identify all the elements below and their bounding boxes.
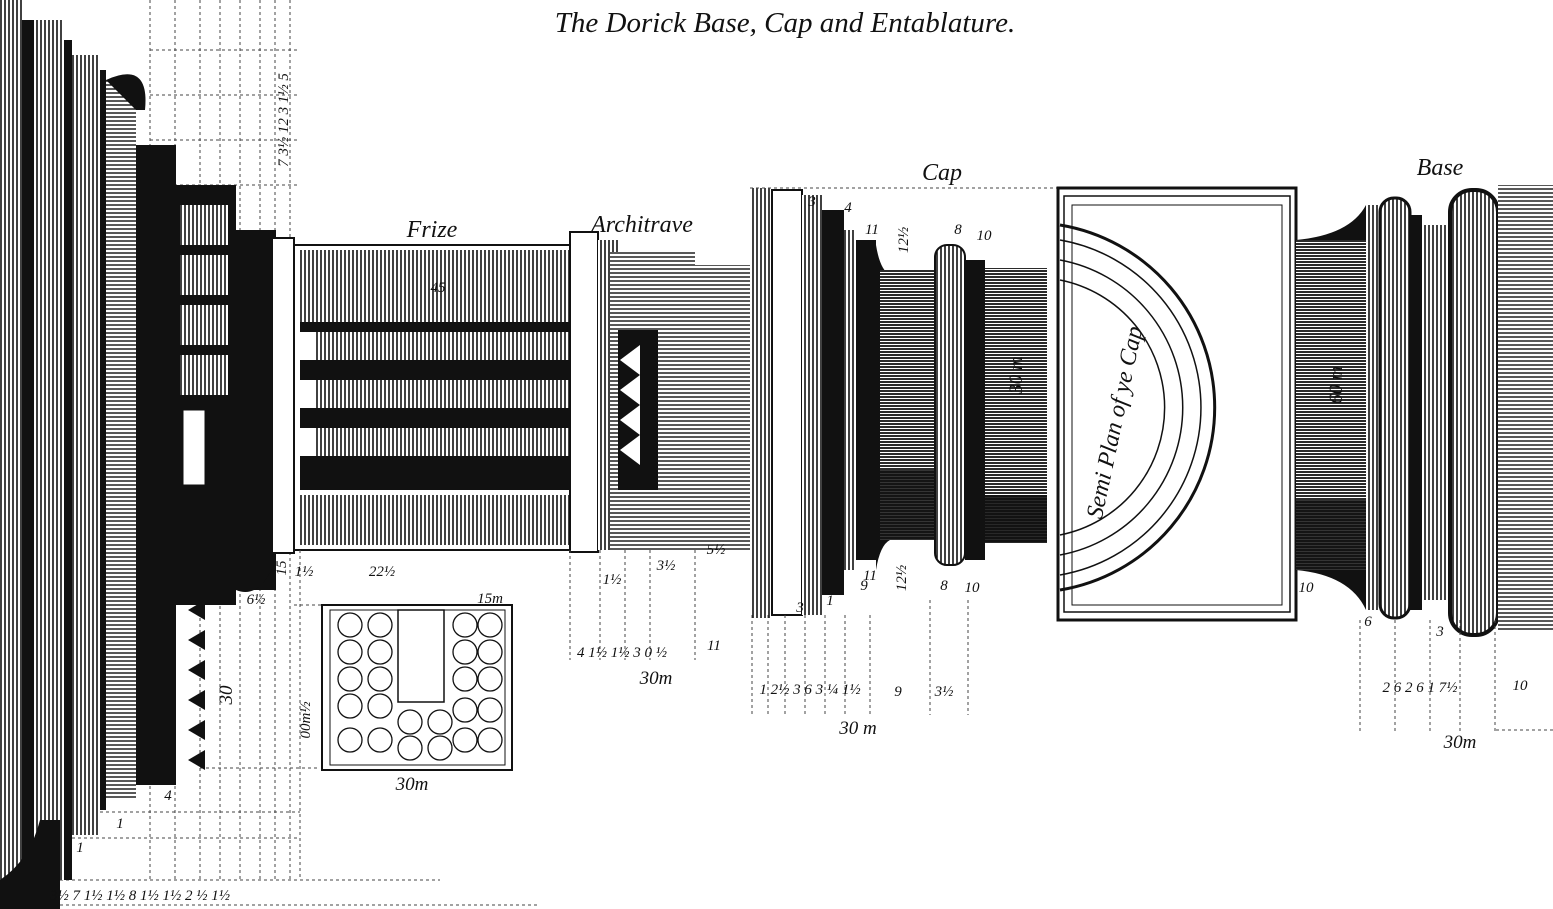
- dim-cap-b11: 11: [863, 568, 877, 584]
- frize-section: [271, 237, 573, 880]
- cornice-guttae: [188, 600, 205, 770]
- dim-soffit-15m: 15m: [477, 591, 503, 607]
- dim-cap-b1: 1: [826, 593, 834, 609]
- dim-base-module: 60 m: [1326, 366, 1347, 403]
- dim-left-15: 15: [274, 560, 290, 576]
- cornice-profile: [0, 0, 540, 909]
- dim-cap-row: 1 2½ 3 6 3 ¼ 1½: [759, 682, 860, 698]
- dim-left-4: 4: [164, 788, 172, 804]
- dim-cap-b3: 3: [795, 600, 804, 616]
- dim-arch-bottom: 4 1½ 1½ 3 0 ½: [577, 645, 667, 661]
- dim-cap-9: 9: [894, 684, 902, 700]
- frize-label: Frize: [406, 217, 458, 243]
- dim-cap-b10: 10: [965, 580, 981, 596]
- dim-frize-1-half: 1½: [295, 564, 314, 580]
- dim-left-1: 1: [116, 816, 124, 832]
- architrave-section: [569, 231, 750, 660]
- dim-soffit-bottom: 30m: [395, 774, 429, 795]
- soffit-plan: [321, 604, 513, 771]
- base-section: [1296, 185, 1553, 732]
- dim-cap-b8: 8: [940, 578, 948, 594]
- dim-soffit-left: 00m½: [298, 701, 314, 738]
- dim-cap-3: 3: [807, 194, 816, 210]
- dim-cap-12: 12½: [896, 227, 912, 253]
- dim-base-6: 6: [1364, 614, 1372, 630]
- dimension-figures: 45 30 m 60 m 30 15m 00m½ 30m 30m 30 m 30…: [49, 73, 1528, 904]
- cap-label: Cap: [922, 160, 962, 186]
- dim-left-1b: 1: [76, 840, 84, 856]
- dim-cap-30m: 30 m: [838, 718, 876, 739]
- cap-guide-lines: [750, 187, 1060, 715]
- dim-base-3: 3: [1435, 624, 1444, 640]
- dim-cap-10: 10: [977, 228, 993, 244]
- dim-cap-8: 8: [954, 222, 962, 238]
- dim-cap-3-5: 3½: [934, 684, 954, 700]
- dim-base-10: 10: [1299, 580, 1315, 596]
- dim-base-30m: 30m: [1443, 732, 1477, 753]
- dim-cap-module: 30 m: [1006, 356, 1027, 394]
- base-label: Base: [1417, 155, 1464, 181]
- dim-cap-11: 11: [865, 222, 879, 238]
- dim-mutule-30: 30: [216, 685, 237, 706]
- dim-base-row: 2 6 2 6 1 7½: [1383, 680, 1458, 696]
- architrave-guttae: [618, 330, 658, 490]
- dim-left-6: 6½: [247, 592, 266, 608]
- cornice-triglyph-blocks: [180, 205, 228, 486]
- dim-cap-b12: 12½: [894, 565, 910, 591]
- dim-frize-height: 45: [431, 280, 447, 296]
- dim-base-10-right: 10: [1513, 678, 1529, 694]
- dim-cap-4: 4: [844, 200, 852, 216]
- dim-arch-3: 3½: [656, 558, 676, 574]
- semi-plan: [1056, 186, 1298, 622]
- plate-title: The Dorick Base, Cap and Entablature.: [555, 7, 1015, 39]
- dim-architrave-30m: 30m: [639, 668, 673, 689]
- dim-top-ruler: 7 3½ 12 3 1½ 5: [276, 73, 292, 167]
- dim-arch-5: 5½: [707, 542, 726, 558]
- base-guide-lines: [1359, 620, 1553, 732]
- dim-frize-22: 22½: [369, 564, 395, 580]
- dim-arch-11: 11: [707, 638, 721, 654]
- cap-section: [750, 187, 1060, 715]
- dim-arch-1: 1½: [603, 572, 622, 588]
- architrave-label: Architrave: [589, 212, 693, 238]
- dim-cap-b9: 9: [860, 578, 868, 594]
- dim-bottom-ruler: 3½ 7 1½ 1½ 8 1½ 1½ 2 ½ 1½: [49, 888, 230, 904]
